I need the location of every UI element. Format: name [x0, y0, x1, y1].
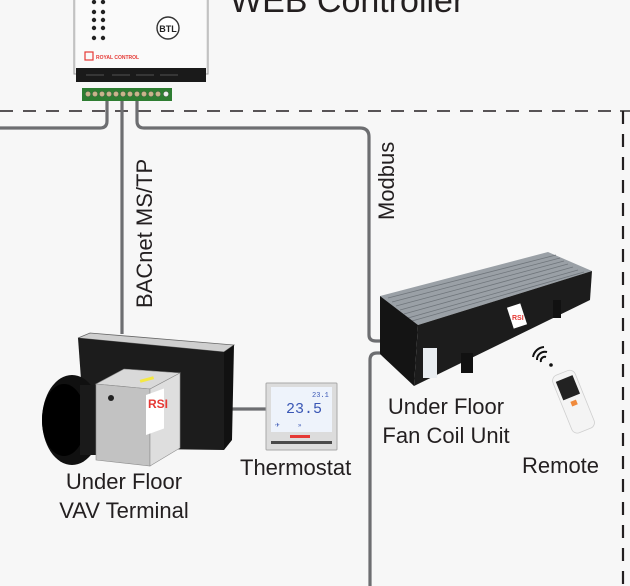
vav-terminal-label: Under Floor VAV Terminal	[52, 467, 196, 525]
web-controller-device: BTL ROYAL CONTROL	[73, 0, 209, 101]
led-indicators	[91, 0, 106, 41]
remote-device	[532, 346, 595, 434]
diagram-title: WEB Controller	[230, 0, 465, 20]
svg-text:BTL: BTL	[159, 24, 177, 34]
terminal-block	[82, 88, 172, 101]
royal-control-logo: ROYAL CONTROL	[84, 51, 139, 61]
brand-text: ROYAL CONTROL	[96, 55, 139, 61]
thermostat-display-value: 23.5	[286, 401, 322, 418]
thermostat-device: 23.5 23.1 ✈ »	[265, 382, 338, 451]
thermostat-setpoint-value: 23.1	[312, 392, 329, 400]
fan-coil-unit-label-line2: Fan Coil Unit	[382, 423, 510, 448]
fan-coil-unit-label: Under Floor Fan Coil Unit	[376, 392, 516, 450]
svg-text:RSI: RSI	[148, 397, 168, 411]
modbus-connection-label: Modbus	[374, 141, 399, 220]
bacnet-connection-label: BACnet MS/TP	[132, 158, 157, 308]
svg-text:✈: ✈	[275, 422, 280, 429]
vav-terminal-device: RSI	[42, 332, 236, 467]
btl-badge-icon: BTL	[156, 16, 180, 40]
wire-modbus	[135, 96, 382, 343]
fan-coil-unit-label-line1: Under Floor	[387, 394, 505, 419]
vav-terminal-label-line1: Under Floor	[65, 469, 183, 494]
fan-coil-unit-device: RSI	[380, 252, 592, 386]
vav-terminal-label-line2: VAV Terminal	[59, 498, 189, 523]
svg-text:»: »	[298, 423, 302, 429]
wire-left	[0, 96, 109, 130]
wire-fcu-down	[368, 351, 382, 586]
remote-label: Remote	[522, 453, 600, 478]
wifi-icon	[532, 346, 548, 363]
thermostat-label: Thermostat	[240, 455, 352, 480]
svg-text:RSI: RSI	[512, 315, 524, 322]
wires	[0, 96, 382, 586]
zone-boundary	[0, 110, 630, 586]
rsi-logo-icon: RSI	[146, 388, 168, 435]
